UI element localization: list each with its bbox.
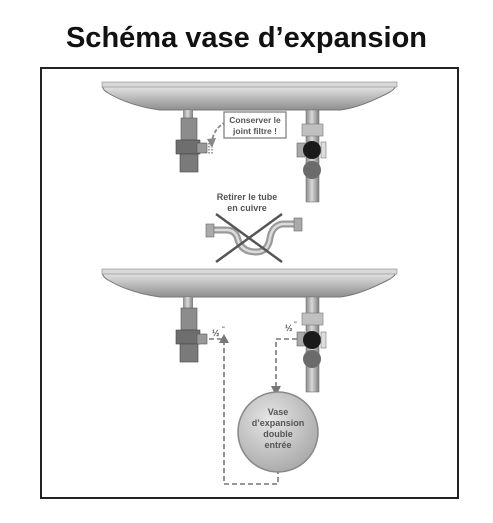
top-right-valve-handle: [320, 141, 327, 159]
top-left-pipe: [183, 110, 193, 120]
vessel-label-line3: double: [263, 429, 293, 439]
dashed-arrow-left: [219, 334, 229, 343]
top-basin-rim: [101, 81, 398, 88]
bottom-left-valve-base: [179, 343, 199, 363]
bottom-scene: ½ " ½ " Vase d’expansion double entrée: [101, 268, 398, 485]
bottom-basin: [102, 270, 396, 298]
bottom-left-valve-body: [180, 307, 198, 331]
diagram-frame: [40, 67, 459, 499]
cross-line-2: [215, 212, 283, 264]
top-left-valve-base: [179, 153, 199, 173]
top-right-fitting: [301, 123, 324, 137]
inch-mark-right: ": [294, 322, 297, 328]
dashed-line-left: [209, 338, 279, 485]
vessel-label-line2: d’expansion: [252, 418, 305, 428]
keep-filter-label-box: [223, 111, 287, 139]
bottom-right-valve-handle: [320, 331, 327, 349]
top-left-valve-knob: [175, 139, 201, 155]
keep-filter-arrow-head: [207, 138, 216, 148]
vessel-label-line4: entrée: [264, 440, 291, 450]
bottom-left-pipe: [183, 297, 193, 309]
half-inch-label-right: ½: [285, 323, 293, 333]
bottom-basin-rim: [101, 268, 398, 275]
dashed-line-right: [275, 338, 297, 388]
vessel-label-line1: Vase: [268, 407, 289, 417]
diagram-title: Schéma vase d’expansion: [65, 22, 428, 54]
bottom-right-fitting: [301, 312, 324, 326]
top-scene: Conserver le joint filtre !: [101, 81, 398, 203]
keep-filter-label-line2: joint filtre !: [232, 126, 277, 136]
top-right-valve-black: [303, 141, 321, 159]
dashed-arrow-right: [271, 386, 281, 396]
top-left-valve-body: [180, 117, 198, 141]
tube-nut-left: [205, 223, 215, 238]
top-basin: [102, 83, 396, 111]
filter-seal-marker: [208, 143, 213, 154]
bottom-right-valve-grey: [303, 350, 321, 368]
remove-tube-label-line2: en cuivre: [227, 203, 267, 213]
inch-mark-left: ": [222, 327, 225, 333]
remove-tube-label-line1: Retirer le tube: [217, 192, 278, 202]
half-inch-label-left: ½: [212, 328, 220, 338]
expansion-vessel: [237, 391, 319, 473]
removed-tube: Retirer le tube en cuivre: [205, 192, 303, 264]
top-right-valve-grey: [303, 161, 321, 179]
bottom-left-valve-knob: [175, 329, 201, 345]
bottom-right-valve-black: [303, 331, 321, 349]
bottom-left-valve-outlet: [196, 333, 208, 345]
top-left-valve-outlet: [196, 142, 208, 154]
copper-tube-highlight: [210, 222, 298, 254]
keep-filter-label-line1: Conserver le: [229, 115, 281, 125]
copper-tube: [208, 220, 300, 256]
tube-nut-right: [293, 217, 303, 232]
